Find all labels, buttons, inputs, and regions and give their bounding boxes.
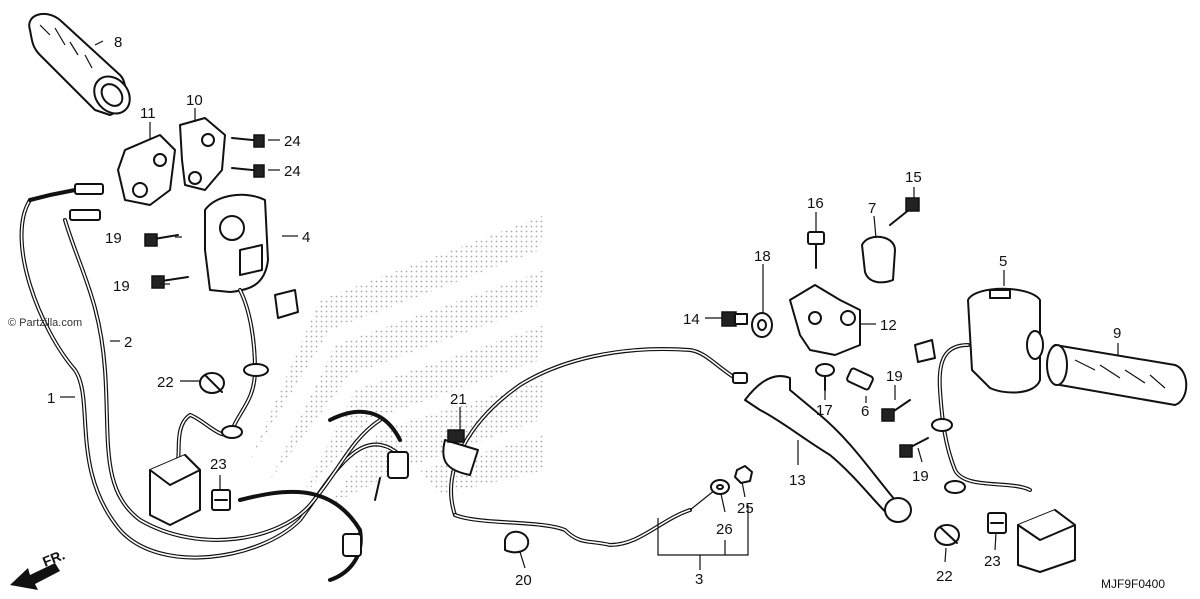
callout-26: 26 <box>716 521 733 538</box>
callout-20: 20 <box>515 572 532 589</box>
callout-19a: 19 <box>105 230 122 247</box>
callout-23b: 23 <box>984 553 1001 570</box>
callout-11: 11 <box>140 105 156 122</box>
partzilla-watermark: © Partzilla.com <box>8 317 82 329</box>
screw-19a <box>144 233 179 247</box>
band-22a <box>199 372 225 394</box>
throttle-housing-lower-11 <box>117 134 176 206</box>
callout-17: 17 <box>816 402 833 419</box>
choke-cable-end <box>328 409 409 501</box>
lever-holder-clamp-7 <box>861 235 896 284</box>
left-handlebar-grip <box>28 12 131 116</box>
clutch-lever-13 <box>744 375 912 523</box>
callout-24a: 24 <box>284 133 301 150</box>
screw-19d <box>899 437 929 458</box>
left-switch-connector <box>149 454 201 526</box>
bolt-15 <box>889 197 920 226</box>
front-direction-arrow: FR. <box>10 546 67 590</box>
callout-24b: 24 <box>284 163 301 180</box>
clip-23b <box>987 512 1007 534</box>
callout-7: 7 <box>868 200 876 217</box>
callout-16: 16 <box>807 195 824 212</box>
right-switch-harness <box>914 339 1032 494</box>
screw-24b <box>231 164 265 178</box>
nut-25 <box>734 465 753 484</box>
callout-15: 15 <box>905 169 922 186</box>
callout-1: 1 <box>47 390 55 407</box>
callout-5: 5 <box>999 253 1007 270</box>
throttle-cable-2 <box>63 209 382 582</box>
callout-12: 12 <box>880 317 897 334</box>
leader-lines <box>60 40 1119 570</box>
band-22b <box>934 524 960 546</box>
right-switch-connector <box>1017 509 1076 573</box>
callout-19d: 19 <box>912 468 929 485</box>
clip-20 <box>504 530 530 554</box>
screw-17 <box>815 363 835 391</box>
callout-19c: 19 <box>886 368 903 385</box>
callout-19b: 19 <box>113 278 130 295</box>
callout-13: 13 <box>789 472 806 489</box>
screw-24a <box>231 134 265 148</box>
right-handlebar-grip-9 <box>1046 344 1188 406</box>
clutch-cable-3 <box>449 347 748 548</box>
clip-23a <box>211 489 231 511</box>
left-switch-harness <box>176 288 269 462</box>
adjuster-14 <box>721 311 748 327</box>
callout-25: 25 <box>737 500 754 517</box>
callout-22b: 22 <box>936 568 953 585</box>
screw-19c <box>881 399 911 422</box>
nut-18 <box>751 312 773 338</box>
callout-23a: 23 <box>210 456 227 473</box>
clutch-lever-holder-12 <box>789 284 861 356</box>
callout-14: 14 <box>683 311 700 328</box>
diagram-code: MJF9F0400 <box>1101 577 1165 591</box>
washer-26 <box>710 479 730 495</box>
left-switch-housing-4 <box>204 193 299 319</box>
throttle-housing-upper-10 <box>179 117 226 191</box>
callout-18: 18 <box>754 248 771 265</box>
callout-3: 3 <box>695 571 703 588</box>
clutch-switch-6 <box>846 367 874 391</box>
callout-22a: 22 <box>157 374 174 391</box>
callout-21: 21 <box>450 391 467 408</box>
callout-10: 10 <box>186 92 203 109</box>
callout-8: 8 <box>114 34 122 51</box>
clamp-21 <box>442 429 479 476</box>
right-switch-housing-5 <box>967 287 1044 394</box>
callout-6: 6 <box>861 403 869 420</box>
bolt-16 <box>807 231 825 269</box>
callout-2: 2 <box>124 334 132 351</box>
front-direction-label: FR. <box>40 546 67 569</box>
callout-labels: 1 2 3 4 5 6 7 8 9 10 11 12 13 14 15 16 1… <box>47 34 1121 589</box>
callout-4: 4 <box>302 229 310 246</box>
callout-9: 9 <box>1113 325 1121 342</box>
screw-19b <box>151 275 189 289</box>
